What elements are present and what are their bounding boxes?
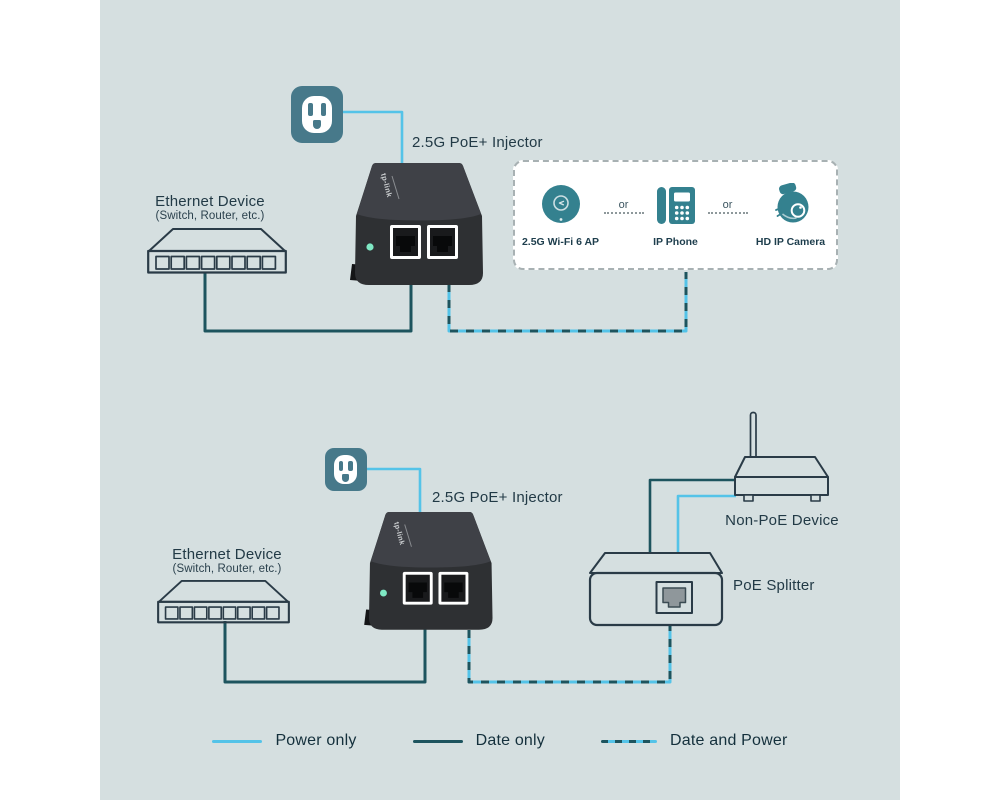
poe-splitter-illustration bbox=[588, 552, 724, 627]
powered-device-ip-phone: IP Phone bbox=[645, 183, 707, 248]
power-only-label: Power only bbox=[275, 732, 357, 749]
bottom-ethernet-switch-illustration bbox=[157, 580, 290, 624]
injector-model-text-mark bbox=[404, 524, 412, 547]
ip-phone-label: IP Phone bbox=[653, 235, 698, 248]
wifi-ap-icon bbox=[539, 183, 583, 232]
device-foot bbox=[810, 494, 821, 502]
legend-item-date-only: Date only bbox=[412, 732, 545, 750]
or-separator: or bbox=[707, 199, 749, 214]
top-injector-label: 2.5G PoE+ Injector bbox=[412, 134, 543, 151]
date-only-label: Date only bbox=[475, 732, 545, 749]
injector-model-text-mark bbox=[391, 175, 400, 200]
top-poe-injector-illustration: tp-link bbox=[350, 163, 483, 285]
injector-led bbox=[366, 243, 374, 251]
powered-device-wifi-ap: 2.5G Wi-Fi 6 AP bbox=[519, 183, 603, 248]
splitter-power-out-line bbox=[676, 494, 736, 560]
power-only-line-sample bbox=[212, 739, 263, 743]
top-power-cable-line bbox=[343, 110, 404, 166]
powered-devices-box: 2.5G Wi-Fi 6 AP or IP Phone bbox=[513, 160, 838, 270]
top-switch-ports bbox=[155, 255, 277, 270]
top-ethernet-device-subtitle: (Switch, Router, etc.) bbox=[155, 210, 265, 222]
or-dotted-line bbox=[603, 211, 644, 214]
outlet-face bbox=[334, 455, 357, 484]
bottom-power-cable-line bbox=[367, 467, 422, 517]
date-and-power-line-sample bbox=[601, 739, 657, 743]
bottom-data-cable-line bbox=[223, 621, 427, 684]
splitter-data-out-line bbox=[648, 478, 742, 560]
top-power-outlet-icon bbox=[291, 86, 343, 143]
top-data-power-cable-base bbox=[447, 272, 688, 333]
injector-rj45-ports bbox=[390, 225, 458, 259]
date-and-power-label: Date and Power bbox=[670, 732, 788, 749]
top-ethernet-device-title: Ethernet Device bbox=[155, 193, 265, 210]
device-foot bbox=[743, 494, 754, 502]
ip-phone-icon bbox=[654, 183, 698, 232]
bottom-switch-ports bbox=[164, 606, 280, 620]
legend-item-power-only: Power only bbox=[212, 732, 356, 750]
diagram-background bbox=[100, 0, 900, 800]
top-data-cable-line bbox=[203, 272, 413, 333]
or-dotted-line bbox=[707, 211, 748, 214]
or-separator: or bbox=[603, 199, 645, 214]
outlet-face bbox=[302, 96, 332, 133]
non-poe-device-label: Non-PoE Device bbox=[725, 512, 839, 529]
date-only-line-sample bbox=[412, 739, 463, 743]
bottom-poe-injector-illustration: tp-link bbox=[364, 512, 493, 630]
ip-camera-label: HD IP Camera bbox=[755, 235, 826, 248]
antenna bbox=[749, 411, 757, 461]
bottom-ethernet-device-title: Ethernet Device bbox=[172, 546, 282, 563]
top-ethernet-switch-illustration bbox=[147, 228, 287, 274]
legend-item-date-and-power: Date and Power bbox=[601, 732, 788, 750]
bottom-data-power-cable-dashes bbox=[467, 621, 672, 684]
bottom-ethernet-device-subtitle: (Switch, Router, etc.) bbox=[172, 563, 282, 575]
bottom-power-outlet-icon bbox=[325, 448, 367, 491]
poe-splitter-label: PoE Splitter bbox=[733, 577, 815, 594]
bottom-data-power-cable-base bbox=[467, 621, 672, 684]
injector-rj45-ports bbox=[402, 571, 469, 605]
or-text: or bbox=[722, 198, 733, 211]
ip-camera-icon bbox=[769, 182, 813, 232]
splitter-rj45-port bbox=[655, 581, 693, 614]
non-poe-device-illustration bbox=[734, 411, 829, 502]
injector-led bbox=[380, 589, 387, 597]
wifi-ap-label: 2.5G Wi-Fi 6 AP bbox=[521, 235, 600, 248]
or-text: or bbox=[618, 198, 629, 211]
top-data-power-cable-dashes bbox=[447, 272, 688, 333]
legend: Power only Date only Date and Power bbox=[100, 732, 900, 750]
bottom-injector-label: 2.5G PoE+ Injector bbox=[432, 489, 563, 506]
powered-device-ip-camera: HD IP Camera bbox=[749, 182, 833, 248]
